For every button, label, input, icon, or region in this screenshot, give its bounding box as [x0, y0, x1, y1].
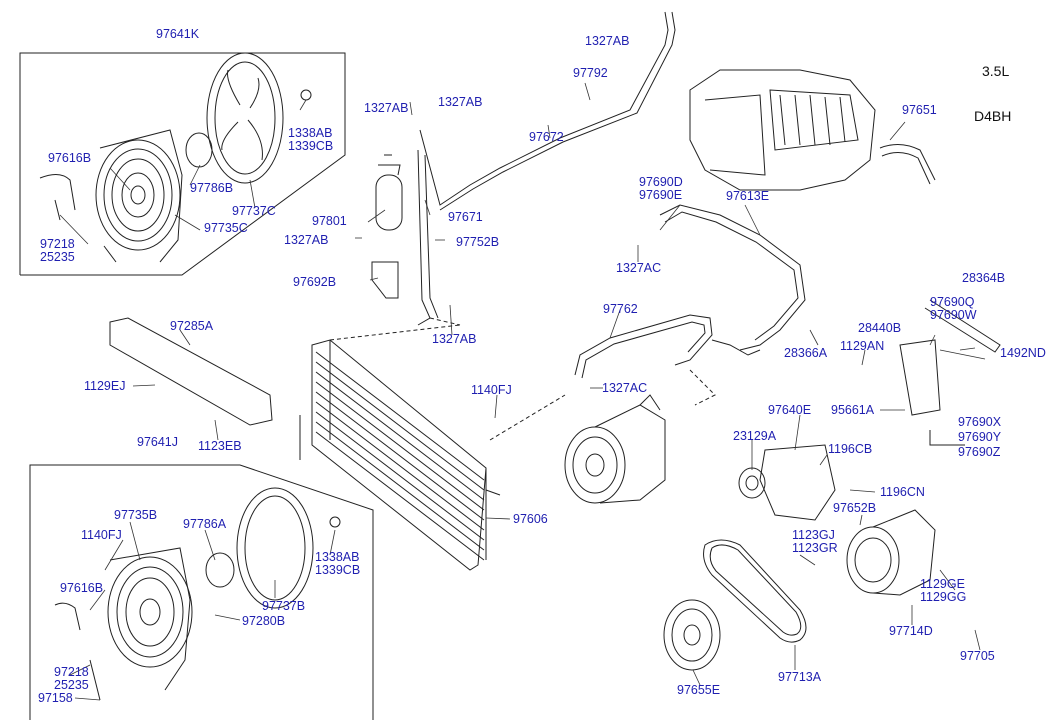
part-97651[interactable]: 97651: [902, 103, 937, 117]
part-1196CB[interactable]: 1196CB: [828, 442, 873, 456]
engine-designation: 3.5L D4BH: [974, 34, 1011, 154]
part-97801[interactable]: 97801: [312, 214, 347, 228]
part-1123EB[interactable]: 1123EB: [198, 439, 242, 453]
part-1338AB-1339CB-low[interactable]: 1338AB 1339CB: [315, 550, 361, 577]
engine-code: D4BH: [974, 108, 1012, 124]
part-97692B[interactable]: 97692B: [293, 275, 337, 289]
part-1196CN[interactable]: 1196CN: [880, 485, 925, 499]
part-1129AN[interactable]: 1129AN: [840, 339, 885, 353]
part-97672[interactable]: 97672: [529, 130, 564, 144]
part-97641J[interactable]: 97641J: [137, 435, 179, 449]
part-97690D[interactable]: 97690D: [639, 175, 683, 189]
part-1327AB-c[interactable]: 1327AB: [585, 34, 630, 48]
fan-drawing: [39, 52, 312, 263]
part-97158[interactable]: 97158: [38, 691, 73, 705]
part-1492ND[interactable]: 1492ND: [1000, 346, 1046, 360]
part-97616B-low[interactable]: 97616B: [60, 581, 104, 595]
part-97737C[interactable]: 97737C: [232, 204, 276, 218]
belt-drawing: [703, 539, 807, 643]
hvac-unit-drawing: [689, 69, 936, 191]
part-1327AB-a[interactable]: 1327AB: [364, 101, 409, 115]
part-97655E[interactable]: 97655E: [677, 683, 721, 697]
part-97652B[interactable]: 97652B: [833, 501, 877, 515]
part-28366A[interactable]: 28366A: [784, 346, 828, 360]
part-97713A[interactable]: 97713A: [778, 670, 822, 684]
part-97218-25235-top[interactable]: 97218 25235: [40, 237, 75, 264]
part-97762[interactable]: 97762: [603, 302, 638, 316]
part-97792[interactable]: 97792: [573, 66, 608, 80]
part-1140FJ-mid[interactable]: 1140FJ: [471, 383, 512, 397]
part-97735C[interactable]: 97735C: [204, 221, 248, 235]
part-97752B[interactable]: 97752B: [456, 235, 500, 249]
part-23129A[interactable]: 23129A: [733, 429, 777, 443]
part-97786A[interactable]: 97786A: [183, 517, 227, 531]
part-97613E[interactable]: 97613E: [726, 189, 770, 203]
part-97690Z[interactable]: 97690Z: [958, 445, 1001, 459]
part-1327AC-a[interactable]: 1327AC: [616, 261, 662, 275]
part-97714D[interactable]: 97714D: [889, 624, 933, 638]
part-97616B-top[interactable]: 97616B: [48, 151, 92, 165]
part-97690Y[interactable]: 97690Y: [958, 430, 1002, 444]
ac-line-drawing: [371, 11, 676, 326]
part-1129EJ[interactable]: 1129EJ: [84, 379, 126, 393]
part-97285A[interactable]: 97285A: [170, 319, 214, 333]
group-box-top: [19, 52, 346, 276]
part-97705[interactable]: 97705: [960, 649, 995, 663]
part-97735B[interactable]: 97735B: [114, 508, 158, 522]
part-97606[interactable]: 97606: [513, 512, 548, 526]
condenser-drawing: [299, 339, 501, 571]
part-97218-25235-low[interactable]: 97218 25235: [54, 665, 89, 692]
part-1327AB-b[interactable]: 1327AB: [438, 95, 483, 109]
group-box-bottom: [29, 464, 374, 720]
part-97690X[interactable]: 97690X: [958, 415, 1002, 429]
part-97737B[interactable]: 97737B: [262, 599, 306, 613]
compressor-drawing: [564, 394, 666, 504]
part-97786B[interactable]: 97786B: [190, 181, 234, 195]
part-28440B[interactable]: 28440B: [858, 321, 902, 335]
part-1129GE-1129GG[interactable]: 1129GE 1129GG: [920, 577, 967, 604]
part-1327AB-e[interactable]: 1327AB: [432, 332, 477, 346]
part-97690E[interactable]: 97690E: [639, 188, 683, 202]
part-97641K[interactable]: 97641K: [156, 27, 200, 41]
part-28364B[interactable]: 28364B: [962, 271, 1006, 285]
fan-drawing-lower: [54, 487, 341, 701]
part-97690W[interactable]: 97690W: [930, 308, 977, 322]
part-1123GJ-1123GR[interactable]: 1123GJ 1123GR: [792, 528, 838, 555]
part-97280B[interactable]: 97280B: [242, 614, 286, 628]
part-97671[interactable]: 97671: [448, 210, 483, 224]
part-97640E[interactable]: 97640E: [768, 403, 812, 417]
part-1327AB-d[interactable]: 1327AB: [284, 233, 329, 247]
part-1327AC-b[interactable]: 1327AC: [602, 381, 648, 395]
part-97690Q[interactable]: 97690Q: [930, 295, 975, 309]
part-1338AB-1339CB-top[interactable]: 1338AB 1339CB: [288, 126, 334, 153]
part-95661A[interactable]: 95661A: [831, 403, 875, 417]
engine-size: 3.5L: [982, 63, 1010, 79]
pulley-drawing: [663, 599, 721, 671]
part-1140FJ-low[interactable]: 1140FJ: [81, 528, 122, 542]
